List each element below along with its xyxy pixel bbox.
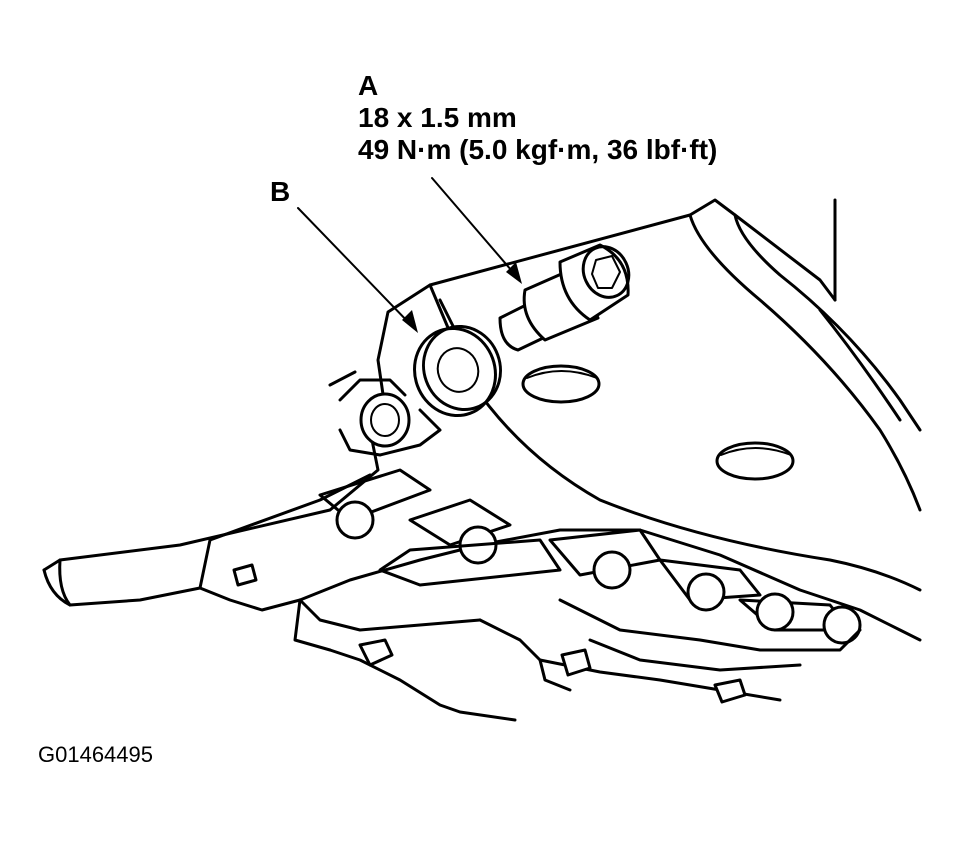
sealing-washer <box>413 324 502 418</box>
case-housing <box>42 198 922 722</box>
callout-a-thread-size: 18 x 1.5 mm <box>358 102 517 133</box>
callout-b-label: B <box>270 176 290 208</box>
callout-b-letter: B <box>270 176 291 207</box>
callout-b-leader <box>297 207 413 327</box>
figure-id: G01464495 <box>38 742 153 767</box>
callout-a-leader <box>431 177 519 279</box>
callout-a-letter: A <box>358 70 379 101</box>
callout-a-label: A 18 x 1.5 mm 49 N·m (5.0 kgf·m, 36 lbf·… <box>358 70 717 166</box>
callout-b-arrowhead <box>402 310 418 333</box>
sealing-bolt <box>498 243 631 352</box>
callout-a-torque-spec: 49 N·m (5.0 kgf·m, 36 lbf·ft) <box>358 134 718 165</box>
callout-a-arrowhead <box>506 262 522 284</box>
